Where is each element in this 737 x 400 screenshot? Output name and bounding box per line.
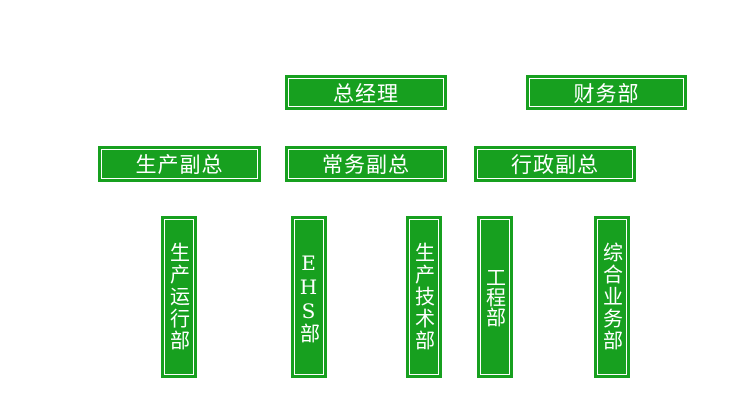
node-finance: 财务部 (526, 75, 687, 110)
node-label: 生产技术部 (409, 219, 439, 375)
node-dept-general: 综合业务部 (594, 216, 630, 378)
node-label: 常务副总 (288, 149, 444, 179)
node-dept-tech: 生产技术部 (406, 216, 442, 378)
node-label: 工程部 (480, 219, 510, 375)
node-vp-admin: 行政副总 (474, 146, 636, 182)
node-label: 生产运行部 (164, 219, 194, 375)
node-label: 生产副总 (101, 149, 258, 179)
node-label: 总经理 (288, 78, 444, 107)
node-general-manager: 总经理 (285, 75, 447, 110)
node-vp-executive: 常务副总 (285, 146, 447, 182)
node-label: 财务部 (529, 78, 684, 107)
node-dept-ehs: EHS部 (291, 216, 327, 378)
node-dept-operations: 生产运行部 (161, 216, 197, 378)
node-vp-production: 生产副总 (98, 146, 261, 182)
node-label: 综合业务部 (597, 219, 627, 375)
node-label: EHS部 (294, 219, 324, 375)
node-label: 行政副总 (477, 149, 633, 179)
node-dept-engineering: 工程部 (477, 216, 513, 378)
